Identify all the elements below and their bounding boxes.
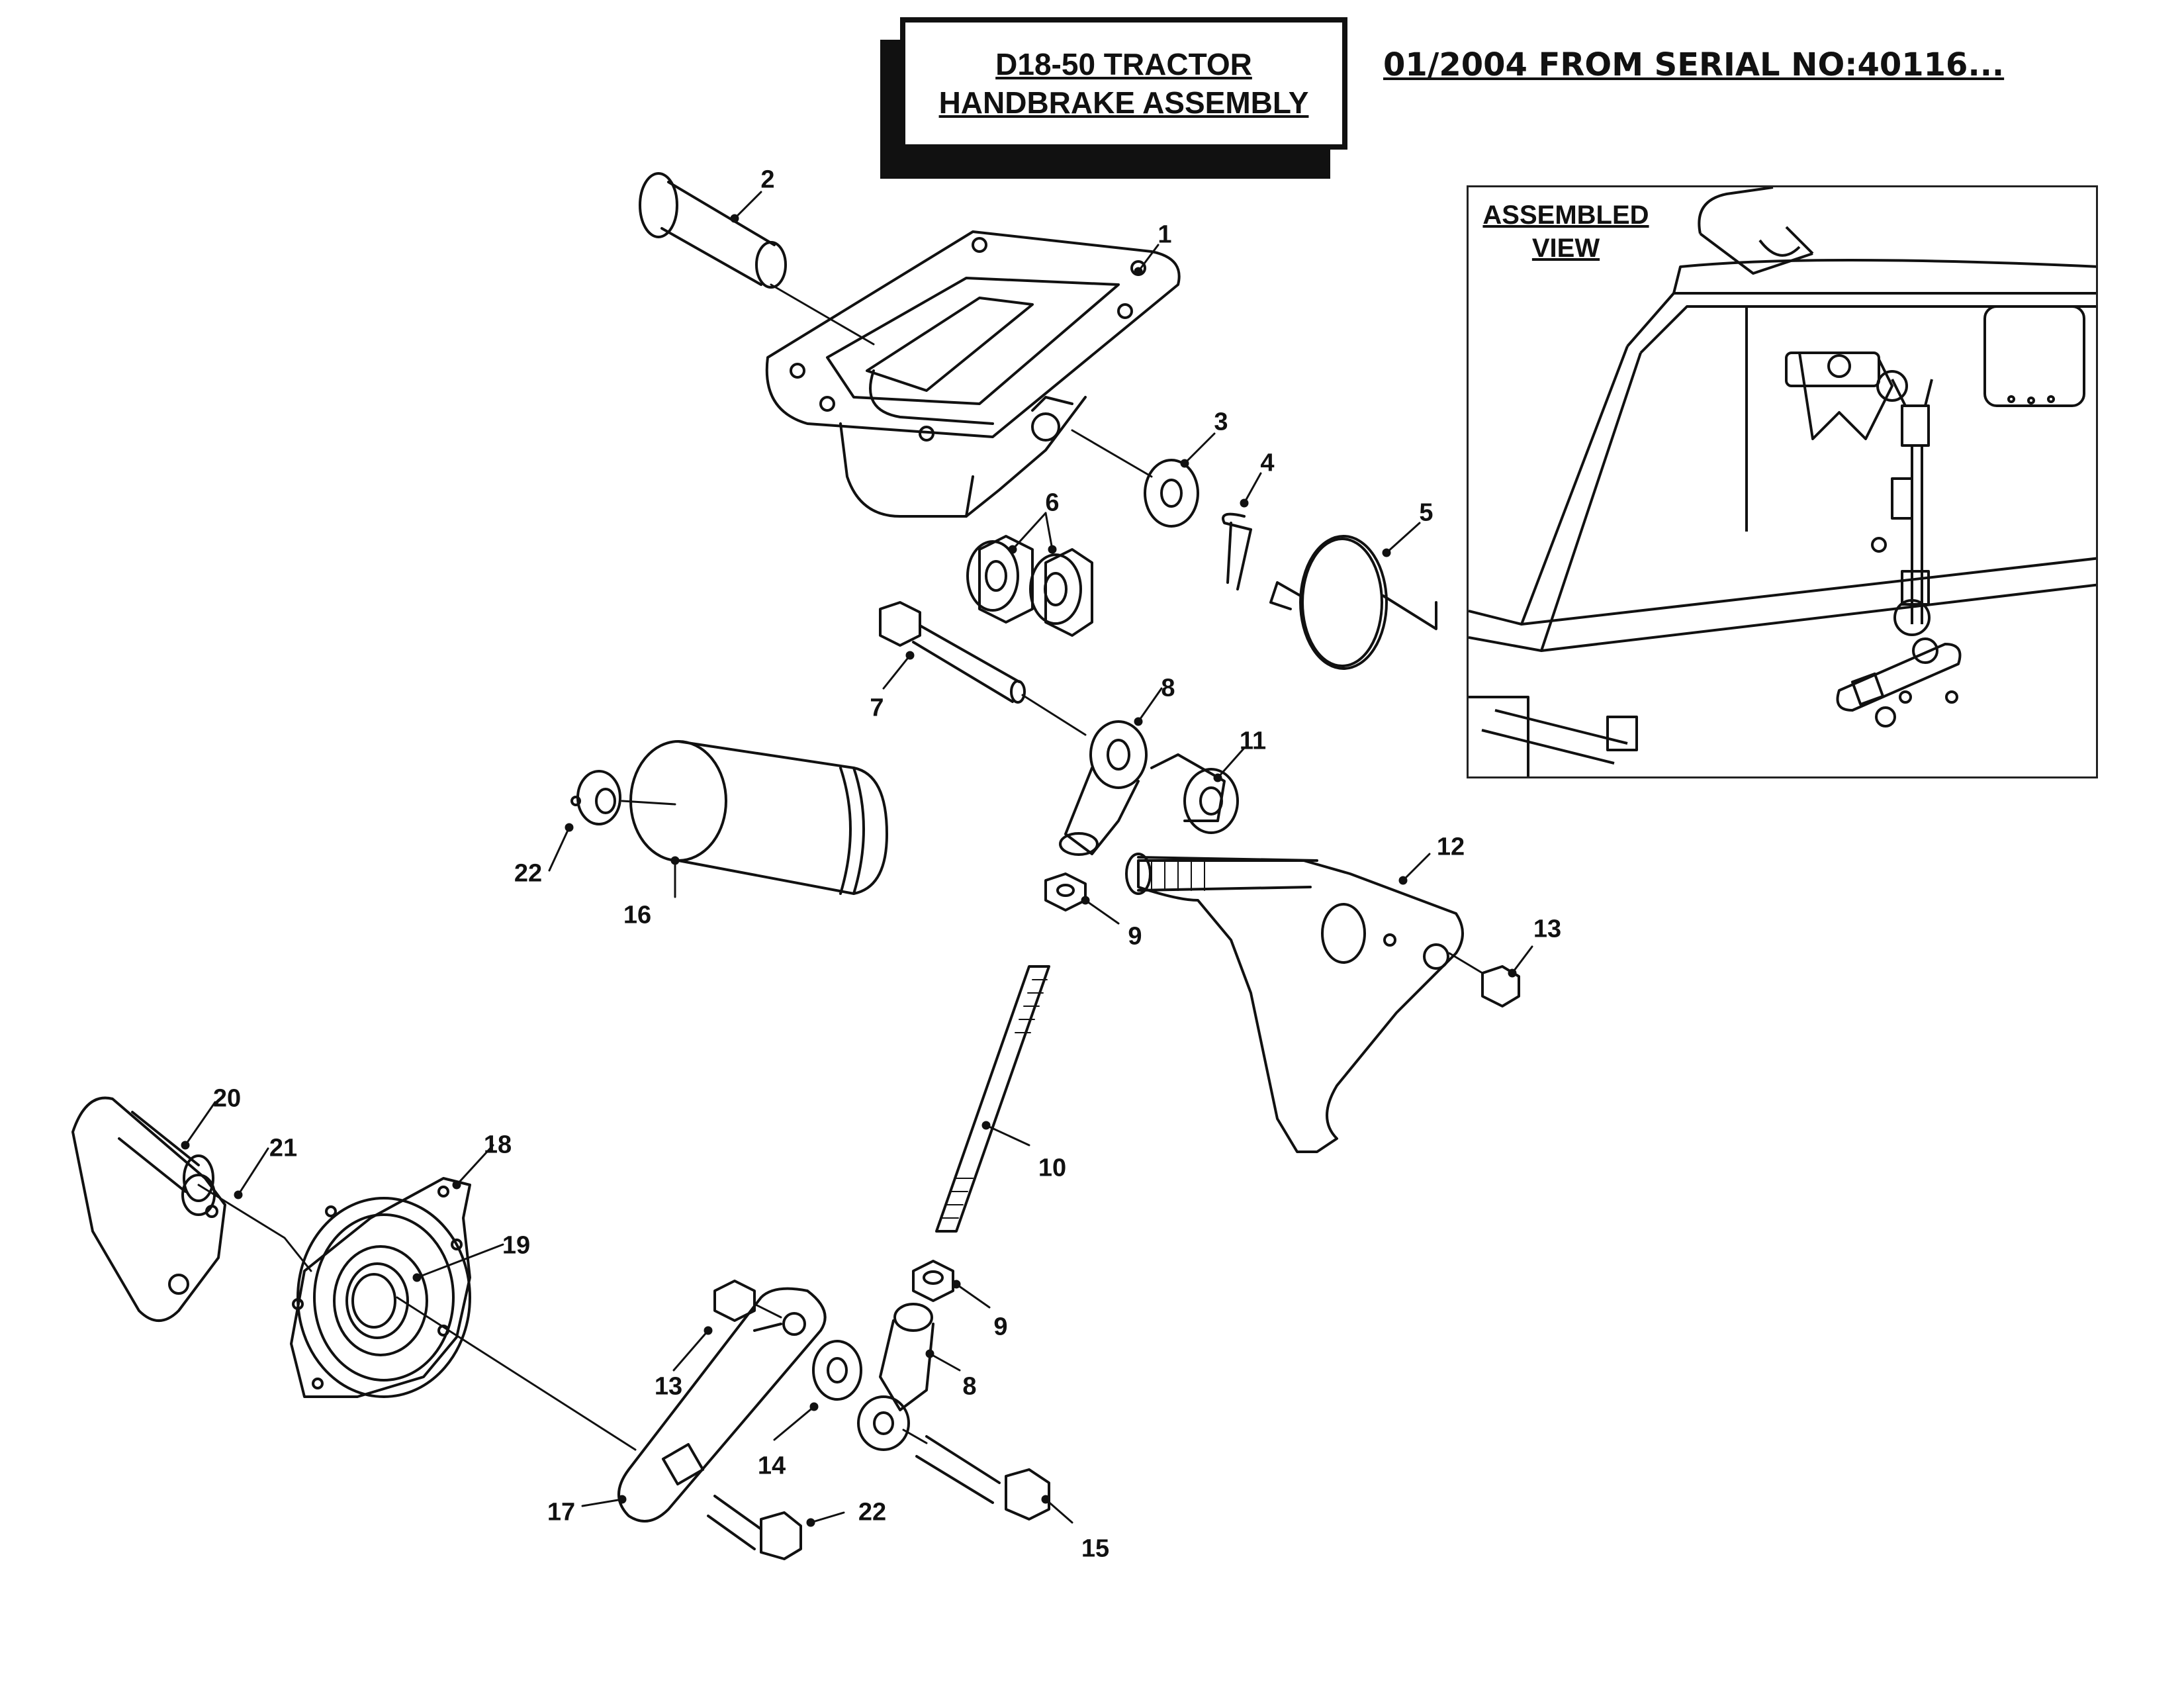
title-box: D18-50 TRACTOR HANDBRAKE ASSEMBLY (900, 17, 1347, 150)
callout-16: 16 (623, 901, 652, 929)
assembled-view-drawing (1469, 187, 2096, 776)
leader-lines (181, 191, 1533, 1527)
assembled-view-title-line-1: ASSEMBLED (1482, 201, 1649, 230)
part-13-nut-lower (713, 1280, 782, 1322)
callout-13-upper: 13 (1533, 915, 1562, 943)
assembled-view-title-line-2: VIEW (1531, 234, 1600, 263)
callout-2: 2 (760, 165, 775, 194)
part-19-bearing (333, 1245, 428, 1356)
callout-19: 19 (502, 1231, 531, 1260)
part-22-cap (570, 770, 676, 825)
part-18-flange (290, 1177, 471, 1398)
serial-note: 01/2004 FROM SERIAL NO:40116... (1383, 46, 2005, 83)
callout-4: 4 (1260, 449, 1275, 477)
callout-9-lower: 9 (993, 1313, 1008, 1341)
part-7-bolt (879, 601, 1087, 736)
part-11-bushing (1150, 753, 1239, 834)
assembled-view-title: ASSEMBLED VIEW (1473, 199, 1659, 265)
part-20-mount-plate (71, 1096, 637, 1451)
callout-22-upper: 22 (514, 859, 543, 888)
callout-7: 7 (870, 694, 884, 722)
part-8-rod-end-upper (1059, 720, 1148, 856)
callout-14: 14 (757, 1452, 786, 1480)
title-line-2: HANDBRAKE ASSEMBLY (938, 85, 1309, 120)
callout-8-lower: 8 (962, 1372, 977, 1401)
callout-11: 11 (1239, 727, 1267, 755)
part-22-bolt-lower (707, 1495, 802, 1560)
part-8-rod-end-lower (857, 1303, 934, 1451)
callout-22-lower: 22 (858, 1498, 887, 1526)
callout-8-upper: 8 (1161, 674, 1175, 702)
callout-3: 3 (1214, 408, 1228, 436)
callout-17: 17 (547, 1498, 576, 1526)
part-10-threaded-rod (935, 965, 1050, 1233)
title-line-1: D18-50 TRACTOR (995, 47, 1252, 81)
callout-21: 21 (269, 1134, 298, 1162)
part-17-lever-arm (617, 1287, 827, 1523)
part-21-collar (181, 1174, 218, 1218)
callout-15: 15 (1081, 1534, 1110, 1563)
callout-20: 20 (212, 1084, 242, 1113)
callout-12: 12 (1436, 833, 1465, 861)
callout-1: 1 (1158, 220, 1172, 249)
callout-6: 6 (1045, 489, 1060, 517)
part-12-bracket (1125, 853, 1484, 1153)
part-3-washer (1071, 429, 1199, 528)
callout-5: 5 (1419, 498, 1433, 527)
part-4-cotter-pin (1222, 512, 1252, 590)
part-1-housing (765, 230, 1181, 518)
part-2-pin (639, 172, 875, 346)
assembled-view-frame (1467, 185, 2098, 778)
part-6-bushings (966, 535, 1093, 637)
callout-9-upper: 9 (1128, 922, 1142, 951)
part-14-washer (812, 1340, 862, 1401)
callout-18: 18 (483, 1131, 512, 1159)
callout-13-lower: 13 (654, 1372, 683, 1401)
part-9-nut-lower (912, 1260, 954, 1302)
part-5-spring (1269, 535, 1437, 670)
callout-10: 10 (1038, 1154, 1067, 1182)
part-9-nut-upper (1044, 872, 1087, 912)
part-15-bolt (902, 1429, 1050, 1521)
part-16-knob (629, 740, 888, 895)
part-13-nut-upper (1481, 965, 1520, 1008)
